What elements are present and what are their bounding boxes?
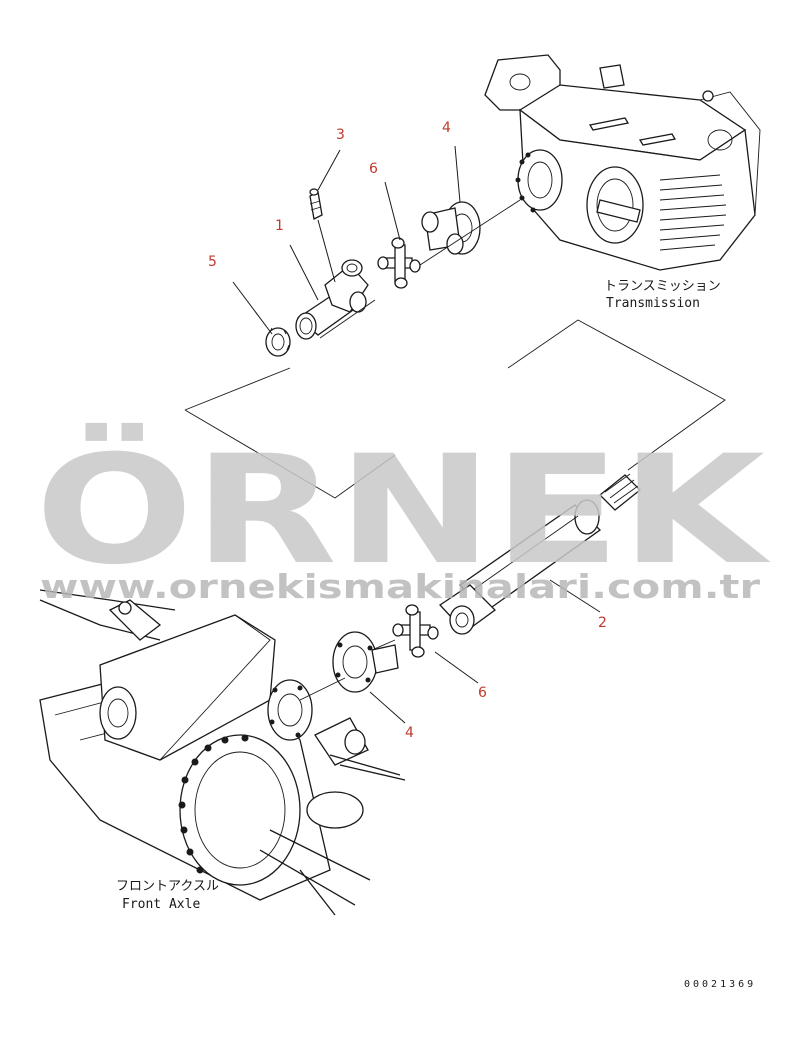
part-6-spider-upper <box>377 237 421 289</box>
assembly-guide-lines <box>184 199 726 701</box>
part-1-slip-yoke <box>295 259 369 340</box>
watermark-brand: ÖRNEK <box>35 422 771 598</box>
transmission-label-jp: トランスミッション <box>604 279 721 294</box>
watermark-url: www.ornekismakinalari.com.tr <box>40 567 761 606</box>
drawing-number: 00021369 <box>684 979 756 990</box>
leader-lines <box>232 145 601 724</box>
part-5-nut <box>265 327 291 357</box>
part-2-drive-shaft <box>439 473 641 635</box>
callout-6-upper: 6 <box>369 161 378 177</box>
front-axle-housing <box>39 589 406 916</box>
part-6-spider-lower <box>392 604 439 658</box>
transmission-label-en: Transmission <box>606 296 700 311</box>
front-axle-label-jp: フロントアクスル <box>116 879 219 894</box>
callout-6-lower: 6 <box>478 685 487 701</box>
callout-4-upper: 4 <box>442 120 451 136</box>
watermark: ÖRNEK www.ornekismakinalari.com.tr <box>35 422 771 606</box>
callout-1: 1 <box>275 218 284 234</box>
part-3-grease-fitting <box>309 188 323 220</box>
callout-2: 2 <box>598 615 607 631</box>
callout-3: 3 <box>336 127 345 143</box>
transmission-housing <box>484 54 761 271</box>
callout-4-lower: 4 <box>405 725 414 741</box>
front-axle-label-en: Front Axle <box>122 897 200 912</box>
part-4-flange-yoke-lower <box>332 631 399 693</box>
part-4-flange-yoke-upper <box>421 201 481 255</box>
callout-5: 5 <box>208 254 217 270</box>
assembly-labels: トランスミッション Transmission フロントアクスル Front Ax… <box>116 279 721 912</box>
callout-labels: 3 4 6 1 5 2 6 4 <box>208 120 607 741</box>
